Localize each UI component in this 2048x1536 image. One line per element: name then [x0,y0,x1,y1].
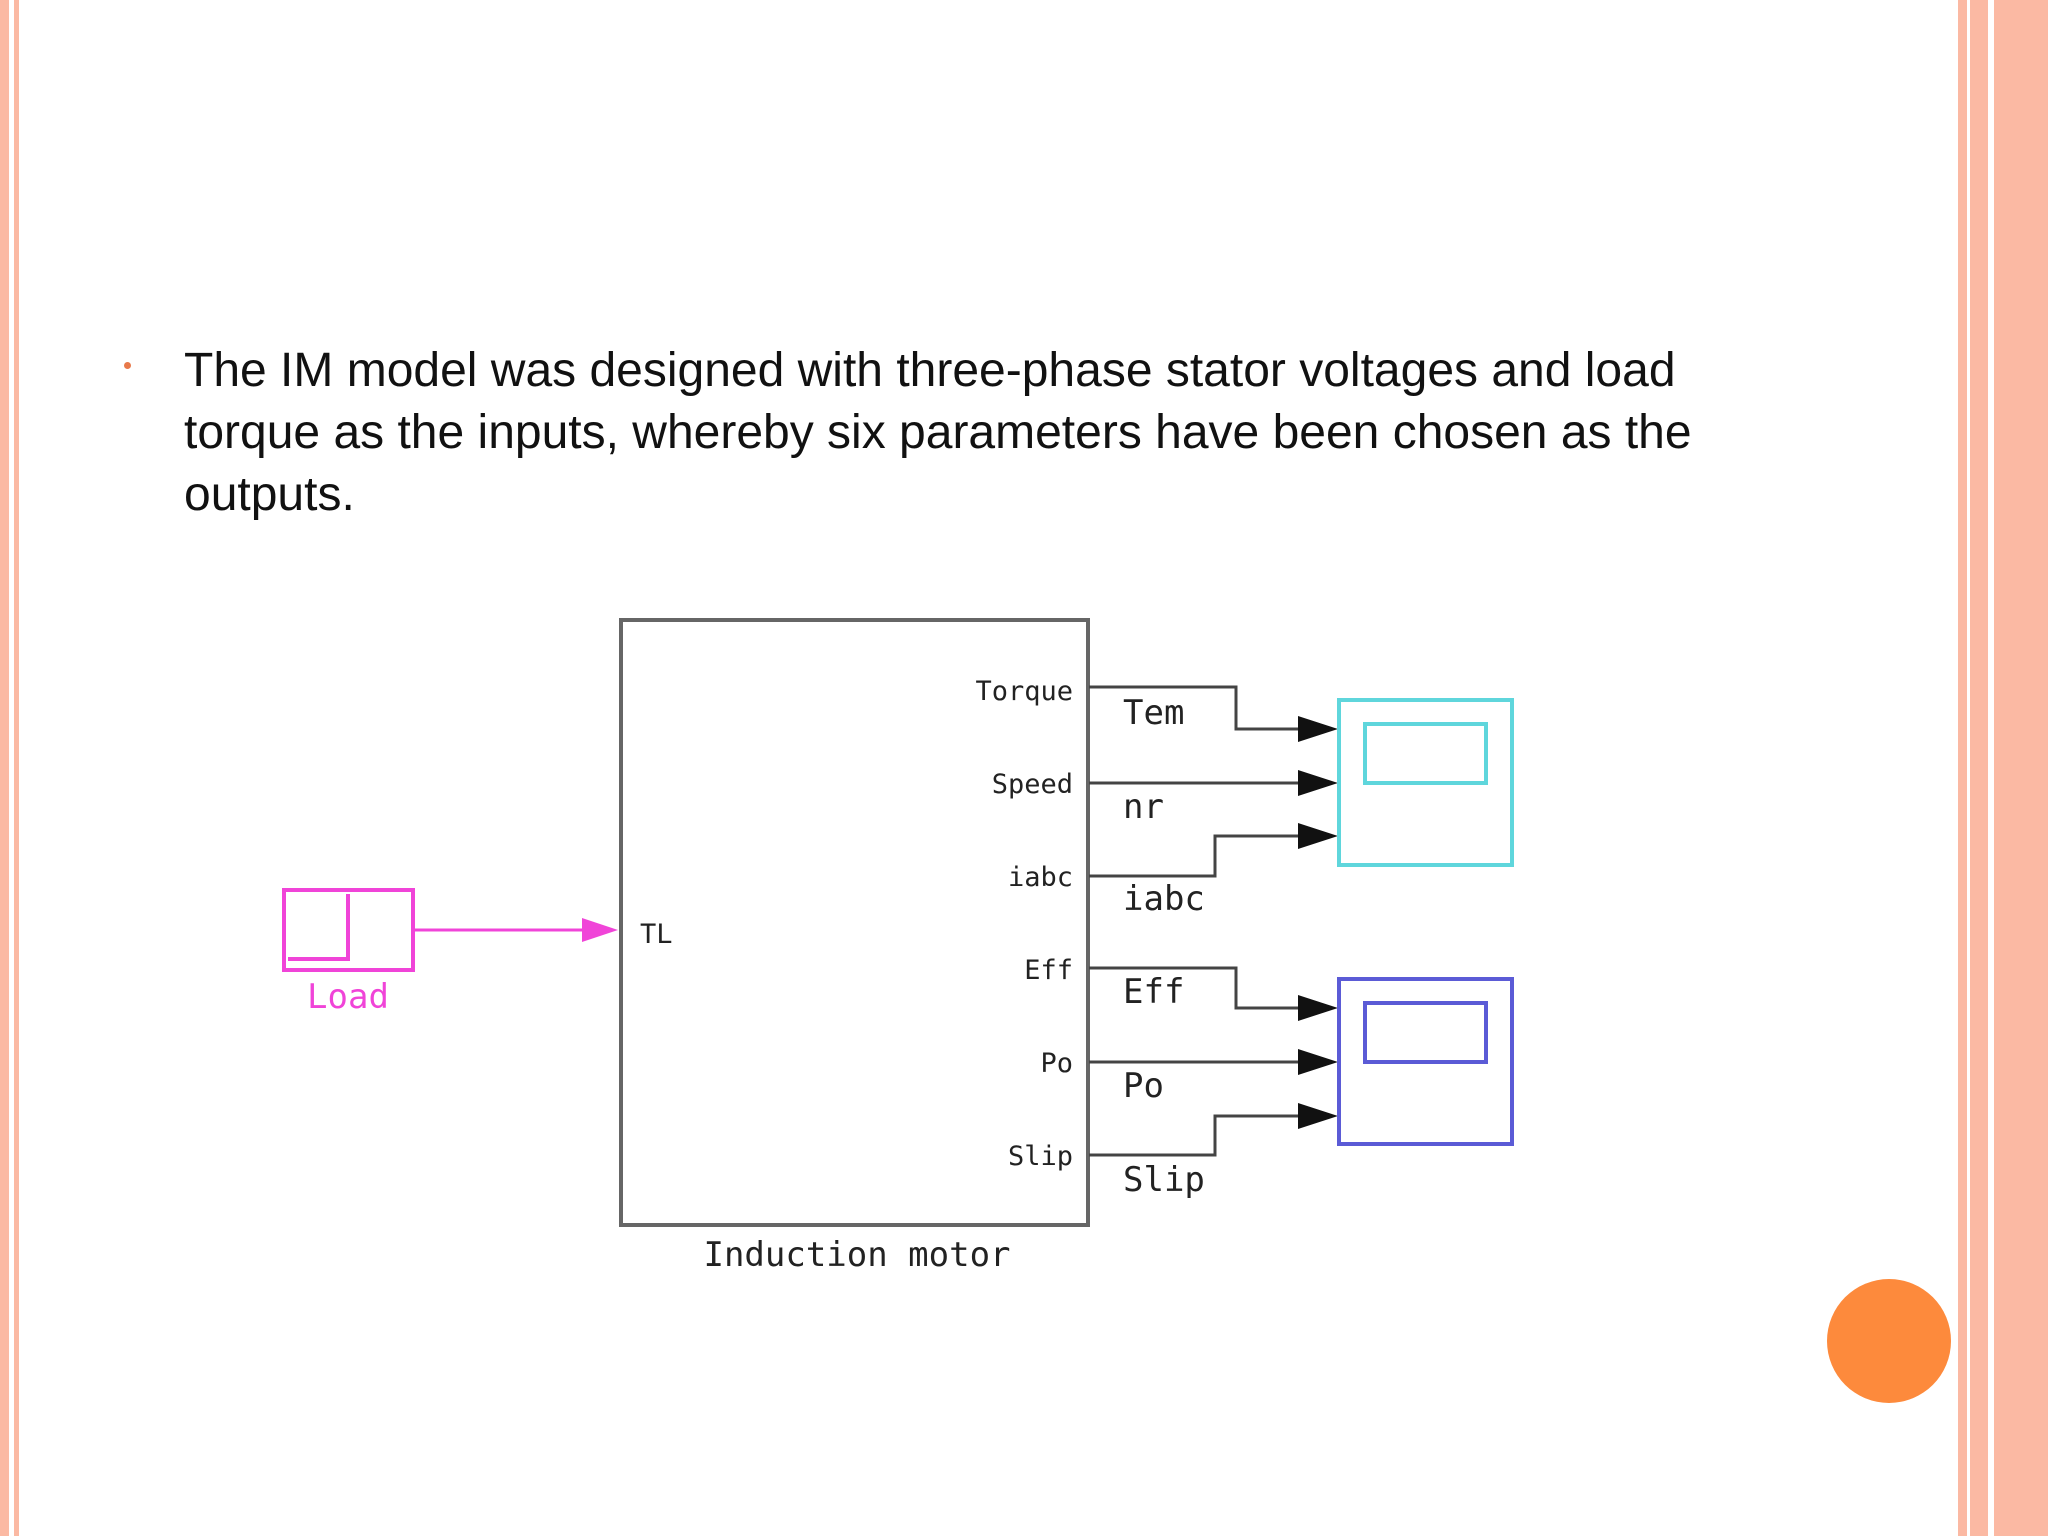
arrow-icon [1298,1103,1338,1129]
scope-block-1 [1337,698,1514,867]
scope-screen-icon [1363,1001,1488,1064]
signal-label-eff: Eff [1123,972,1184,1012]
arrow-icon [1298,770,1338,796]
left-border-stripe [0,0,9,1536]
arrow-icon [1298,823,1338,849]
tl-port-label: TL [640,919,673,950]
signal-line-slip [1089,1114,1303,1157]
induction-motor-label: Induction motor [703,1235,1010,1275]
arrow-icon [1298,1049,1338,1075]
load-block [282,888,415,972]
right-border-band [1994,0,2048,1536]
load-label: Load [307,977,389,1017]
scope-screen-icon [1363,722,1488,785]
port-label-eff: Eff [1024,955,1073,986]
signal-label-tem: Tem [1123,693,1184,733]
arrow-icon [1298,995,1338,1021]
signal-label-po: Po [1123,1066,1164,1106]
port-label-slip: Slip [1008,1141,1073,1172]
scope-block-2 [1337,977,1514,1146]
port-label-speed: Speed [992,769,1073,800]
right-border-stripe [1970,0,1988,1536]
signal-label-nr: nr [1123,787,1164,827]
signal-line-tem [1089,685,1303,731]
signal-line-iabc [1089,834,1303,878]
signal-line-eff [1089,966,1303,1010]
load-arrow-icon [582,918,618,942]
left-border-stripe-thin [14,0,19,1536]
induction-motor-block [619,618,1090,1227]
signal-label-iabc: iabc [1123,879,1205,919]
port-label-iabc: iabc [1008,862,1073,893]
right-border-stripe [1958,0,1967,1536]
port-label-torque: Torque [975,676,1073,707]
arrow-icon [1298,716,1338,742]
bullet-text: The IM model was designed with three-pha… [184,344,1692,521]
signal-label-slip: Slip [1123,1160,1205,1200]
port-label-po: Po [1040,1048,1073,1079]
decorative-orange-circle [1827,1279,1951,1403]
bullet-icon [124,362,131,369]
